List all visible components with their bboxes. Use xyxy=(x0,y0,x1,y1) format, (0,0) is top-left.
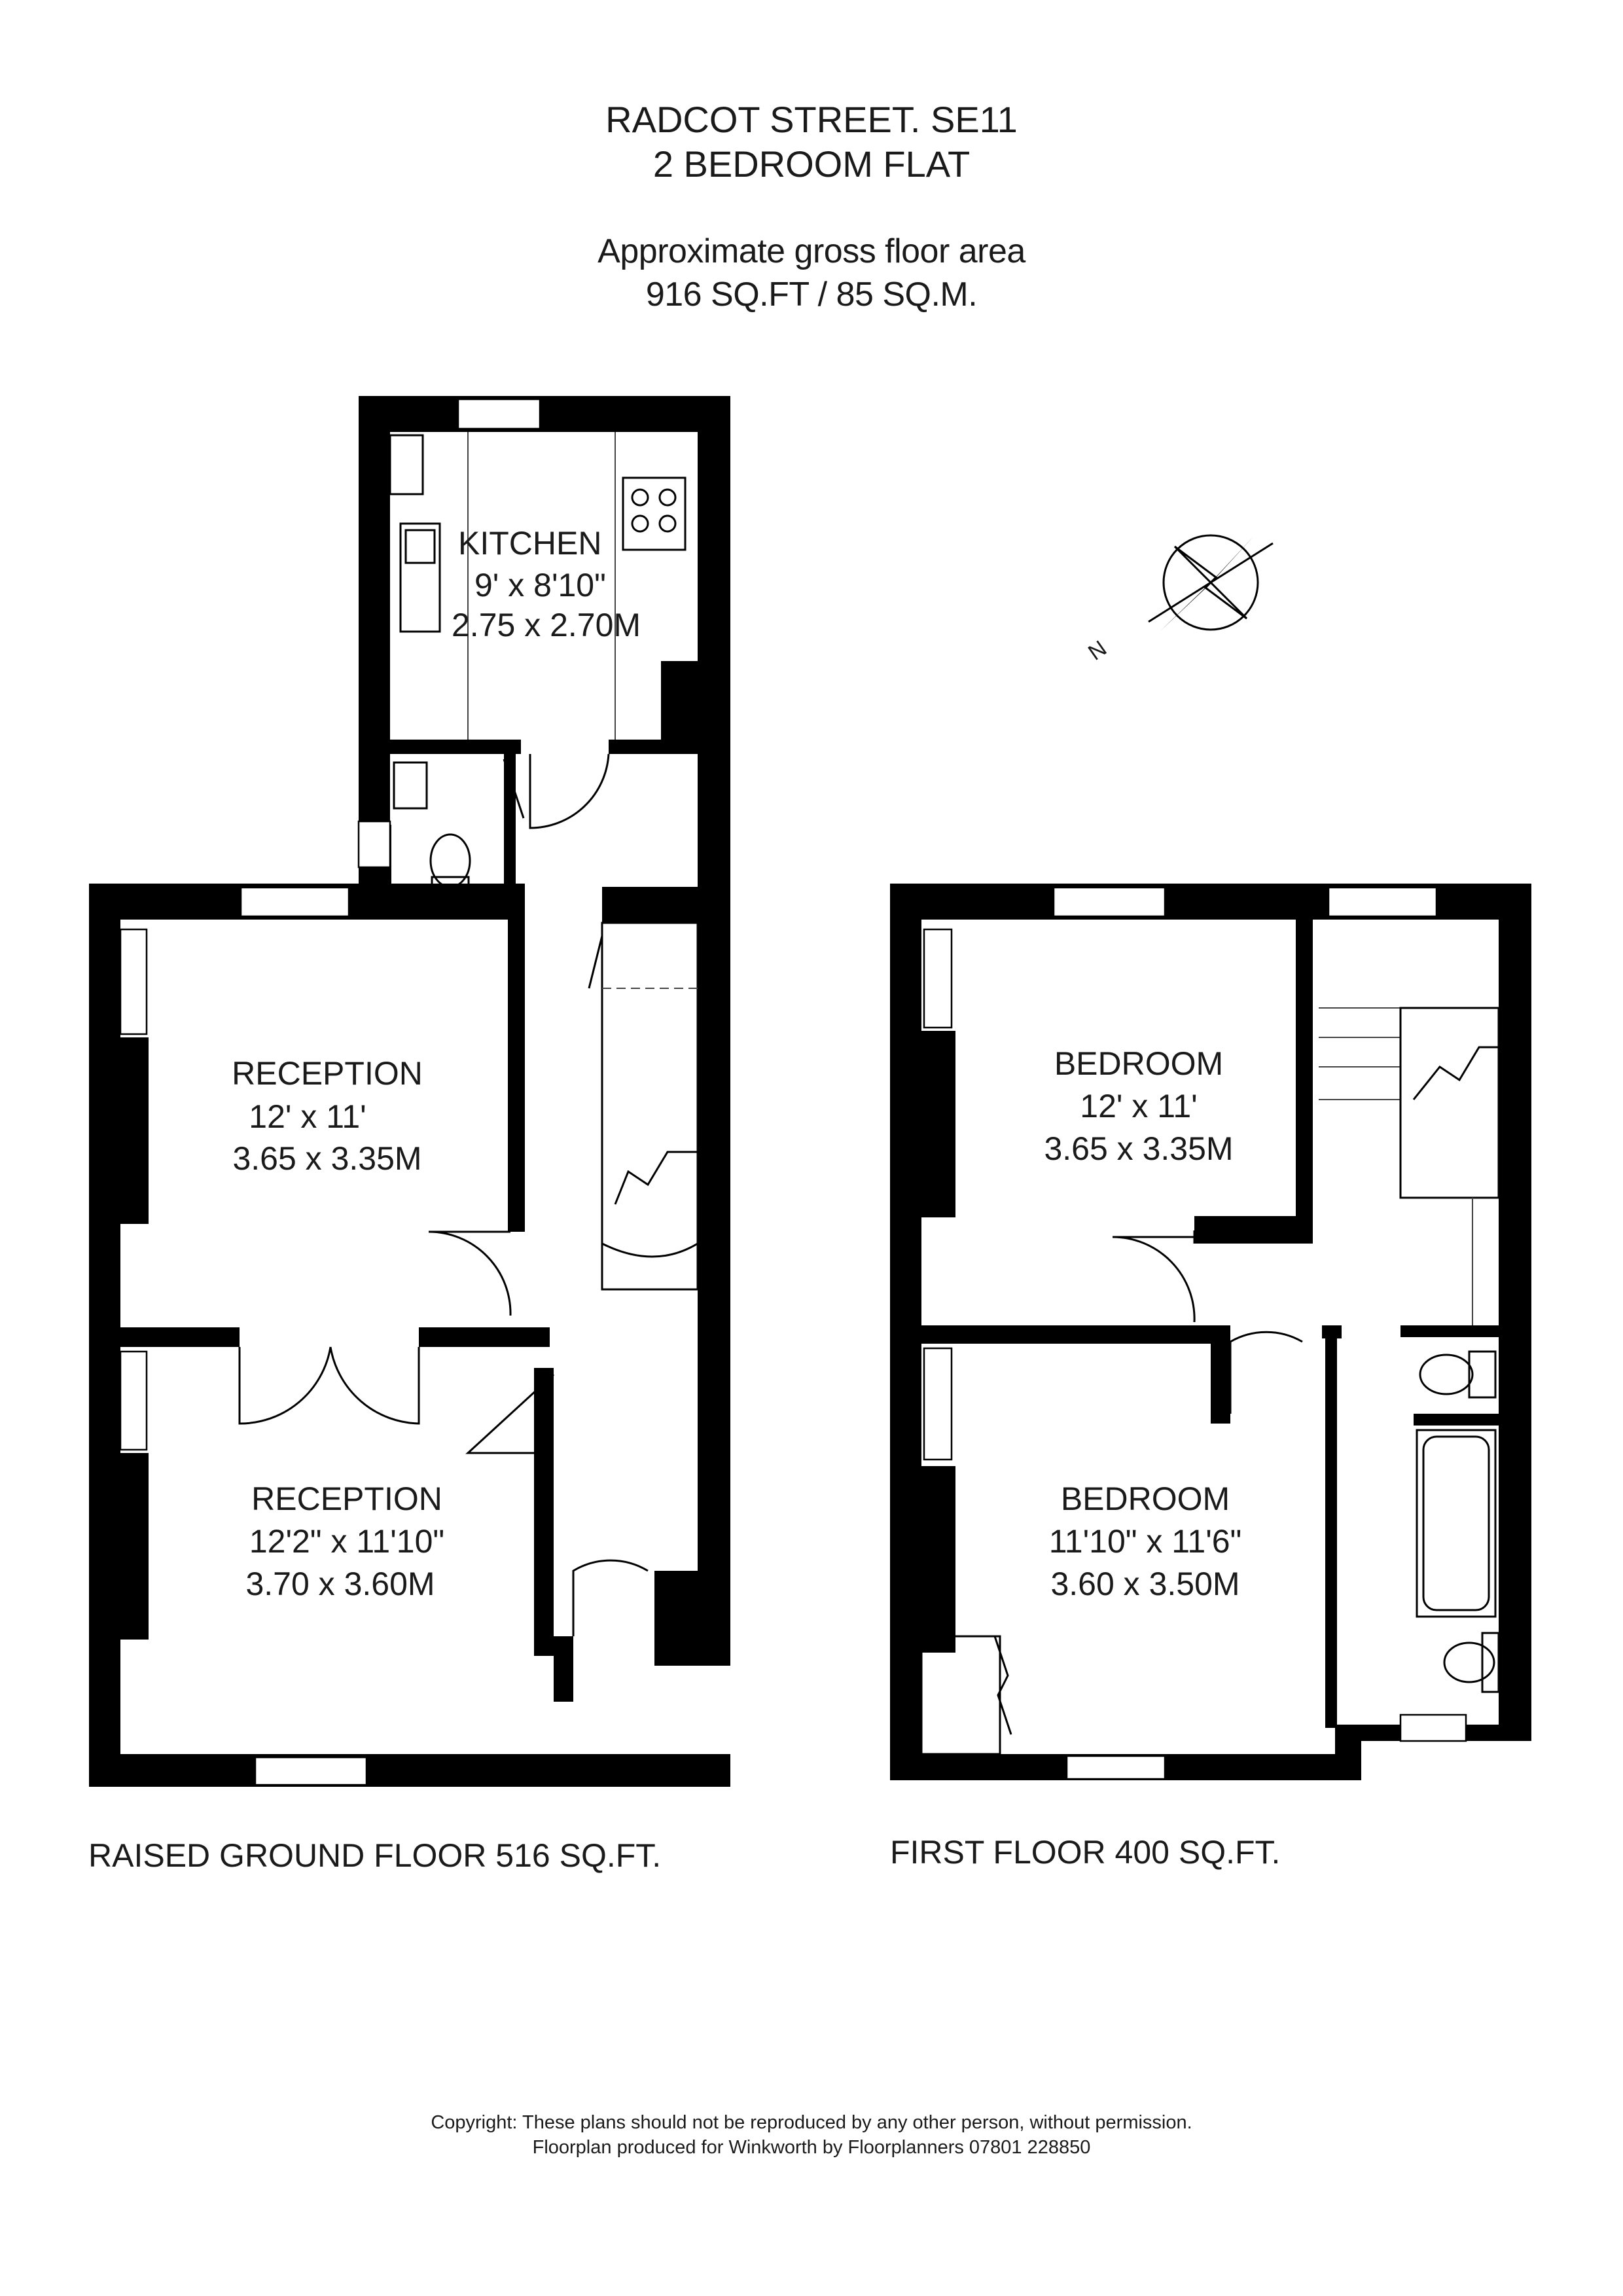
chimney xyxy=(115,1453,149,1640)
wall xyxy=(390,740,521,754)
hob xyxy=(622,476,687,551)
first-floor-caption: FIRST FLOOR 400 SQ.FT. xyxy=(890,1834,1281,1871)
door xyxy=(503,759,525,819)
window xyxy=(1052,886,1166,918)
door xyxy=(1112,1230,1196,1323)
bedroom-2-metric: 3.60 x 3.50M xyxy=(1050,1566,1240,1602)
first-floor-plan xyxy=(890,884,1531,1780)
kitchen-imperial: 9' x 8'10" xyxy=(474,567,606,603)
window xyxy=(1065,1755,1166,1780)
window xyxy=(1399,1713,1467,1742)
door xyxy=(529,753,610,829)
wall xyxy=(698,396,730,1666)
wall xyxy=(602,887,698,923)
wall xyxy=(359,396,730,432)
wall xyxy=(1335,1725,1361,1780)
window xyxy=(457,398,541,430)
ground-floor-plan xyxy=(89,396,730,1787)
bedroom-2-imperial: 11'10" x 11'6" xyxy=(1048,1523,1242,1560)
producer-credit: Floorplan produced for Winkworth by Floo… xyxy=(532,2137,1091,2158)
wall xyxy=(890,1325,1217,1344)
cupboard-door xyxy=(588,935,603,989)
wall xyxy=(1325,1325,1337,1728)
property-type: 2 BEDROOM FLAT xyxy=(652,143,971,185)
compass-needle xyxy=(1160,577,1217,632)
stairs xyxy=(614,1151,698,1205)
kitchen-metric: 2.75 x 2.70M xyxy=(452,607,641,643)
chimney xyxy=(921,1466,955,1653)
bedroom-1-name: BEDROOM xyxy=(1054,1045,1224,1082)
window xyxy=(1327,886,1438,918)
window xyxy=(254,1756,368,1786)
bedroom-2-name: BEDROOM xyxy=(1060,1480,1230,1517)
chimney xyxy=(115,1037,149,1224)
wall xyxy=(1499,884,1531,1741)
stair-well xyxy=(1399,1007,1500,1199)
french-door xyxy=(238,1346,332,1425)
wardrobe-door xyxy=(993,1636,1012,1735)
reception-2-name: RECEPTION xyxy=(251,1480,442,1517)
reception-1-imperial: 12' x 11' xyxy=(249,1098,366,1135)
wall xyxy=(508,884,525,1232)
ground-floor-caption: RAISED GROUND FLOOR 516 SQ.FT. xyxy=(88,1837,662,1874)
wall xyxy=(1296,920,1313,1244)
front-door xyxy=(572,1559,649,1636)
toilet xyxy=(1419,1354,1474,1395)
stair-void xyxy=(601,922,699,1291)
bath xyxy=(1416,1429,1497,1618)
wall xyxy=(661,661,698,746)
wall xyxy=(419,1327,550,1347)
compass-rose xyxy=(1148,534,1274,632)
sink-bowl xyxy=(404,529,436,564)
wall xyxy=(1194,1216,1313,1244)
wall xyxy=(1414,1414,1499,1426)
wall xyxy=(89,1327,240,1347)
kitchen-name: KITCHEN xyxy=(458,525,602,562)
wall xyxy=(534,1368,554,1656)
reception-1-metric: 3.65 x 3.35M xyxy=(232,1140,422,1177)
wall xyxy=(674,1636,730,1666)
wall xyxy=(1211,1325,1230,1424)
window xyxy=(240,886,350,918)
wardrobe xyxy=(920,1635,1001,1755)
door xyxy=(465,1373,555,1454)
door xyxy=(1229,1331,1303,1414)
reception-2-metric: 3.70 x 3.60M xyxy=(245,1566,435,1602)
bedroom-1-imperial: 12' x 11' xyxy=(1080,1088,1198,1124)
basin xyxy=(1443,1641,1495,1683)
wall xyxy=(1400,1325,1499,1337)
counter xyxy=(389,434,424,495)
french-door xyxy=(329,1346,420,1425)
wall xyxy=(554,1636,573,1702)
wall xyxy=(504,754,516,905)
wall xyxy=(359,396,390,884)
chimney xyxy=(921,1031,955,1217)
sink xyxy=(399,522,441,633)
bedroom-1-metric: 3.65 x 3.35M xyxy=(1044,1130,1234,1167)
reception-2-imperial: 12'2" x 11'10" xyxy=(249,1523,445,1560)
wall xyxy=(89,1754,730,1787)
basin xyxy=(393,761,428,810)
door xyxy=(428,1230,512,1316)
stairs xyxy=(1412,1046,1499,1100)
area-caption: Approximate gross floor area xyxy=(597,232,1026,270)
copyright-notice: Copyright: These plans should not be rep… xyxy=(431,2112,1192,2133)
toilet xyxy=(429,833,471,888)
area-value: 916 SQ.FT / 85 SQ.M. xyxy=(645,276,978,314)
property-address: RADCOT STREET. SE11 xyxy=(605,99,1018,140)
reception-1-name: RECEPTION xyxy=(232,1055,423,1092)
